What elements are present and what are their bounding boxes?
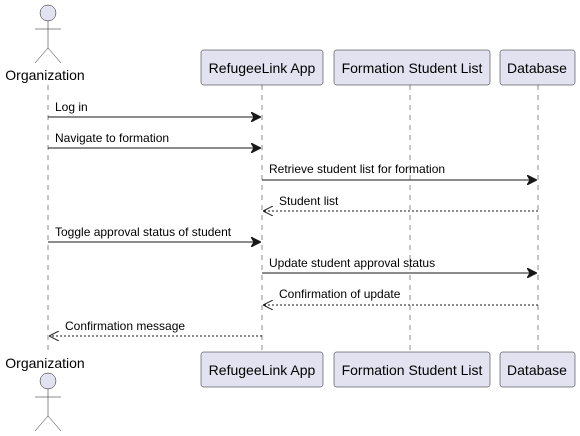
message-student-list: Student list: [263, 194, 538, 211]
participant-label: Formation Student List: [342, 60, 483, 76]
message-label: Student list: [279, 194, 339, 208]
message-label: Update student approval status: [269, 256, 435, 270]
message-label: Confirmation of update: [279, 287, 401, 301]
message-label: Confirmation message: [65, 319, 185, 333]
participant-label: Database: [507, 362, 567, 378]
participant-formation-student-list-bottom: Formation Student List: [333, 351, 491, 388]
actor-head-icon: [39, 4, 57, 22]
actor-label-top: Organization: [5, 67, 84, 83]
message-toggle-approval-status: Toggle approval status of student: [48, 225, 261, 242]
participant-refugeelink-app-bottom: RefugeeLink App: [200, 351, 324, 388]
message-label: Retrieve student list for formation: [269, 162, 445, 176]
participant-label: Database: [507, 60, 567, 76]
participant-label: RefugeeLink App: [209, 362, 316, 378]
participant-database-top: Database: [499, 49, 576, 86]
message-label: Log in: [55, 100, 88, 114]
message-log-in: Log in: [48, 100, 261, 117]
participant-database-bottom: Database: [499, 351, 576, 388]
message-navigate-to-formation: Navigate to formation: [48, 131, 261, 148]
actor-organization-bottom: Organization: [5, 355, 85, 432]
participant-formation-student-list-top: Formation Student List: [333, 49, 491, 86]
actor-head-icon: [39, 372, 57, 390]
participant-label: RefugeeLink App: [209, 60, 316, 76]
message-label: Navigate to formation: [55, 131, 169, 145]
actor-organization-top: Organization: [5, 4, 85, 83]
message-label: Toggle approval status of student: [55, 225, 232, 239]
participant-label: Formation Student List: [342, 362, 483, 378]
participant-refugeelink-app-top: RefugeeLink App: [200, 49, 324, 86]
message-update-student-approval: Update student approval status: [262, 256, 537, 273]
message-confirmation-of-update: Confirmation of update: [263, 287, 538, 305]
message-confirmation-message: Confirmation message: [49, 319, 262, 336]
message-retrieve-student-list: Retrieve student list for formation: [262, 162, 537, 180]
actor-label-bottom: Organization: [5, 355, 84, 371]
